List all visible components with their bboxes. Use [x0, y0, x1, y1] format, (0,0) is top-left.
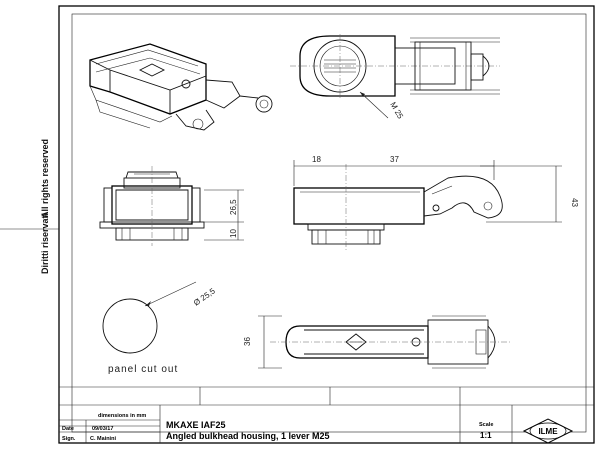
- dim-36: 36: [243, 337, 252, 346]
- rights-reserved-en: All rights reserved: [40, 138, 50, 218]
- dim-43: 43: [570, 198, 579, 207]
- front-view: [99, 166, 244, 246]
- bottom-plan-view: [258, 315, 510, 369]
- dim-37: 37: [390, 155, 399, 164]
- dim-10: 10: [229, 229, 238, 238]
- product-description: Angled bulkhead housing, 1 lever M25: [166, 431, 330, 441]
- dimensions-note: dimensions in mm: [98, 413, 147, 419]
- product-code: MKAXE IAF25: [166, 420, 226, 430]
- ilme-logo-text: ILME: [538, 427, 558, 436]
- ilme-logo: ILME: [522, 418, 574, 444]
- dim-26-5: 26,5: [229, 199, 238, 215]
- sign-label: Sign.: [62, 436, 76, 442]
- title-block-grid: [59, 386, 594, 443]
- sign-value: C. Mainini: [90, 436, 116, 442]
- inner-frame: [71, 13, 587, 433]
- scale-label: Scale: [479, 422, 494, 428]
- outer-frame: [58, 5, 595, 444]
- top-view: [290, 34, 500, 119]
- date-value: 09/03/17: [92, 426, 114, 432]
- rights-reserved-it: Diritti riservati: [40, 212, 50, 274]
- isometric-view: [89, 43, 273, 131]
- dim-18: 18: [312, 155, 321, 164]
- panel-cut-out-label: panel cut out: [108, 364, 178, 375]
- side-view: [293, 160, 562, 250]
- dim-thread: M 25: [388, 101, 405, 121]
- panel-cut-out-view: [102, 281, 197, 354]
- dim-diameter: Ø 25,5: [192, 286, 217, 307]
- scale-value: 1:1: [480, 431, 492, 440]
- date-label: Date: [62, 426, 74, 432]
